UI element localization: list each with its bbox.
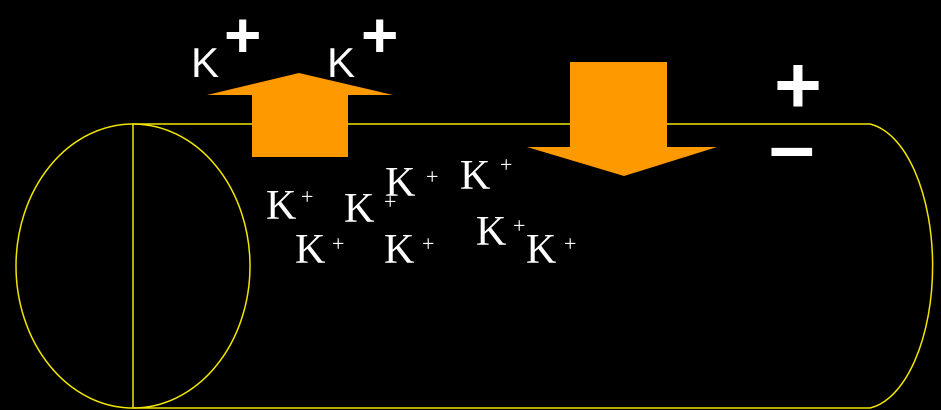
cylinder-end-ellipse bbox=[15, 123, 251, 409]
inside-ion-1-symbol: K bbox=[266, 183, 296, 229]
inside-ion-6: K + bbox=[384, 227, 434, 273]
inflow-arrow bbox=[527, 62, 717, 176]
outside-ion-1-charge: + bbox=[224, 0, 261, 71]
outflow-arrow bbox=[207, 73, 393, 157]
inside-ion-7: K + bbox=[476, 209, 525, 255]
inside-ion-4: K + bbox=[460, 152, 512, 199]
inside-ion-1: K + bbox=[266, 183, 313, 229]
inside-ion-2-charge: + bbox=[384, 189, 396, 214]
inside-ion-7-symbol: K bbox=[476, 209, 506, 255]
outside-ion-2-charge: + bbox=[361, 0, 398, 71]
inside-ion-7-charge: + bbox=[513, 213, 525, 238]
polarity-plus-sign: + bbox=[774, 40, 822, 131]
polarity-minus-sign: – bbox=[769, 101, 815, 192]
inside-ion-5: K + bbox=[295, 227, 344, 273]
outside-ion-1-symbol: K bbox=[191, 39, 219, 86]
inside-ion-3-charge: + bbox=[426, 164, 438, 189]
inside-ion-3: K + bbox=[385, 160, 438, 206]
inside-ion-6-charge: + bbox=[422, 231, 434, 256]
inside-ion-5-symbol: K bbox=[295, 227, 325, 273]
membrane-cylinder bbox=[15, 123, 934, 409]
inside-ion-5-charge: + bbox=[332, 231, 344, 256]
outside-ion-2-symbol: K bbox=[327, 39, 355, 86]
outside-ion-1: K + bbox=[191, 0, 261, 86]
inside-ion-8-charge: + bbox=[564, 231, 576, 256]
inside-ion-6-symbol: K bbox=[384, 227, 414, 273]
outside-ion-2: K + bbox=[327, 0, 398, 86]
cylinder-body-outline bbox=[132, 123, 934, 409]
inside-ion-2-symbol: K bbox=[344, 186, 374, 232]
inside-ion-4-charge: + bbox=[500, 152, 512, 177]
inside-ion-3-symbol: K bbox=[385, 160, 415, 206]
inside-ion-4-symbol: K bbox=[460, 153, 490, 199]
inside-ion-2: K + bbox=[344, 186, 396, 232]
inside-ion-1-charge: + bbox=[301, 184, 313, 209]
inside-ion-8-symbol: K bbox=[526, 227, 556, 273]
inside-ion-8: K + bbox=[526, 227, 576, 273]
